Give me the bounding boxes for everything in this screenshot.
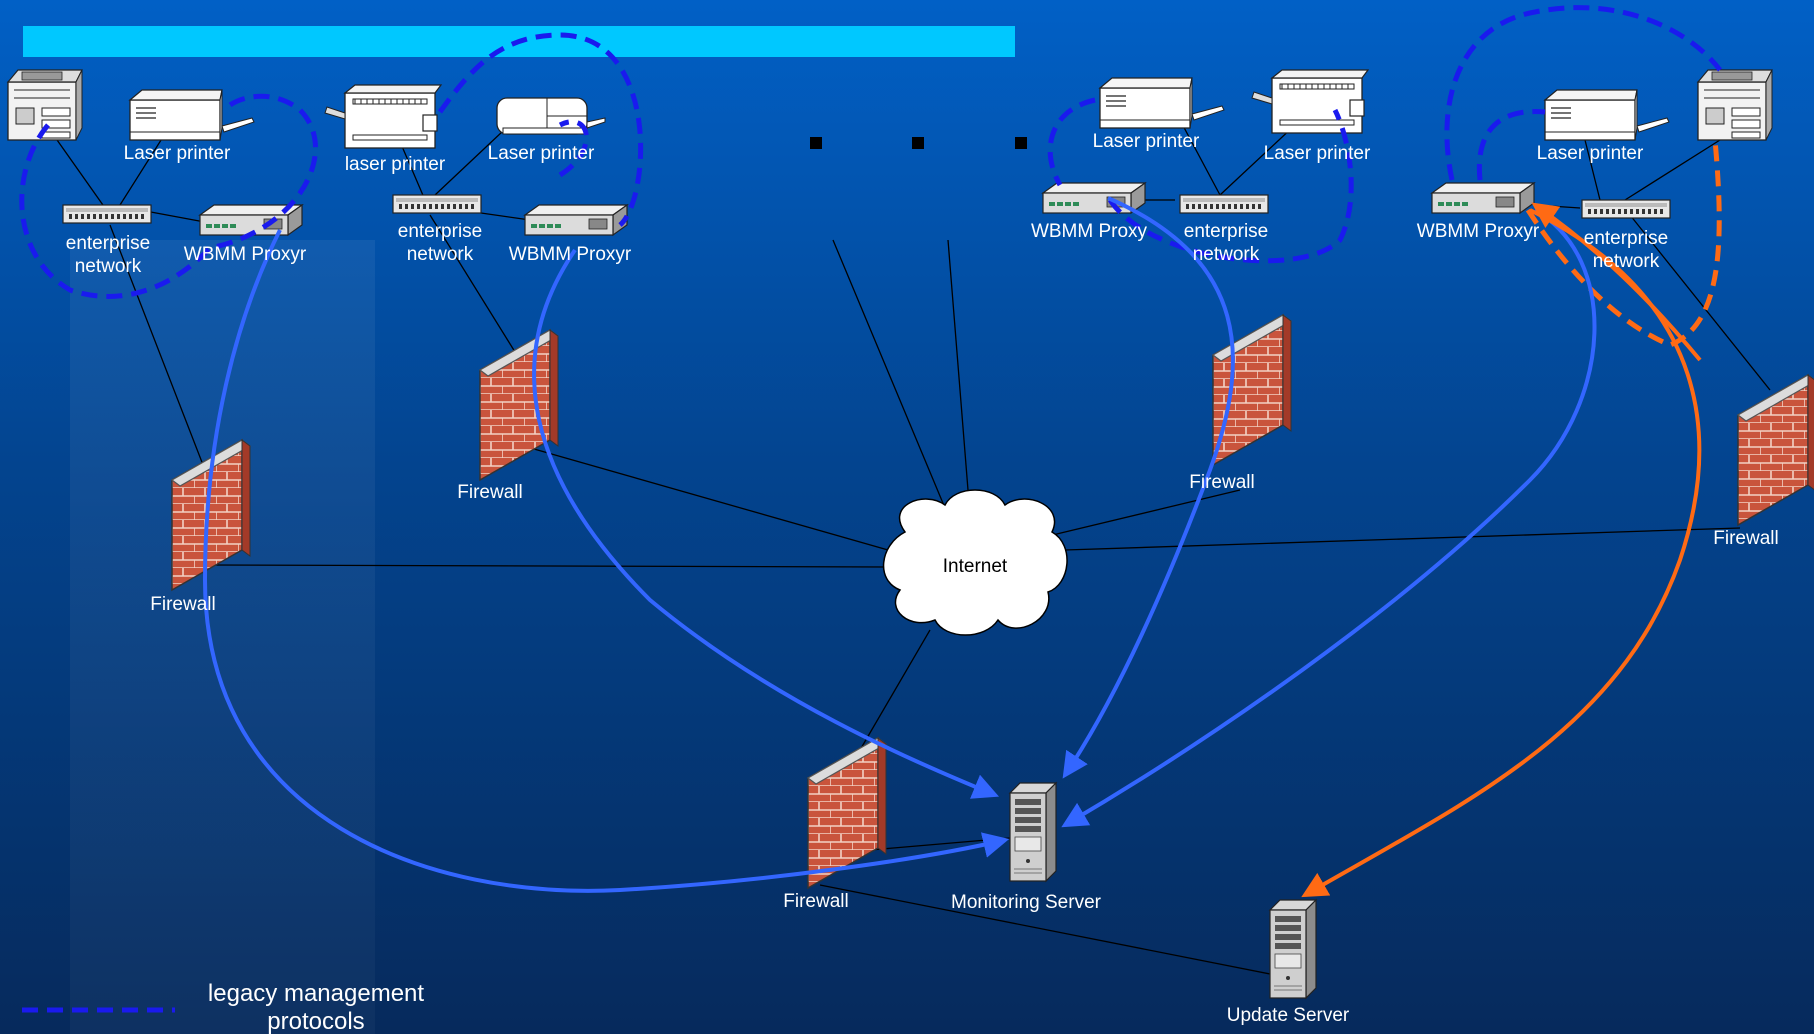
- laser-printer-icon: [496, 97, 606, 135]
- laser-printer-icon: [1544, 89, 1670, 141]
- proxy-label: WBMM Proxyr: [508, 244, 632, 265]
- monitoring-server-label: Monitoring Server: [951, 892, 1101, 913]
- monitoring-flows: [202, 196, 1597, 893]
- laser-printer-label: Laser printer: [1263, 143, 1371, 164]
- proxy-label: WBMM Proxy: [1030, 221, 1148, 242]
- network-hub-icon: [62, 204, 152, 224]
- internet-cloud-icon: [883, 489, 1068, 636]
- network-hub-icon: [392, 194, 482, 214]
- firewall-label: Firewall: [1189, 472, 1255, 493]
- laser-printer-icon: [324, 84, 442, 149]
- network-hub-icon: [1581, 199, 1671, 219]
- firewall-icon: [1737, 374, 1814, 526]
- legacy-loops: [19, 5, 1722, 1013]
- internet-label: Internet: [942, 556, 1008, 577]
- update-legacy-loop: [1525, 139, 1722, 348]
- laser-printer-icon: [1697, 69, 1773, 141]
- laser-printer-icon: [129, 89, 255, 141]
- update-server-label: Update Server: [1226, 1005, 1350, 1026]
- laser-printer-label: Laser printer: [487, 143, 595, 164]
- proxy-icon: [1431, 182, 1535, 214]
- update-server-icon: [1269, 899, 1317, 999]
- firewall-label: Firewall: [457, 482, 523, 503]
- proxy-label: WBMM Proxyr: [1416, 221, 1540, 242]
- laser-printer-label: Laser printer: [123, 143, 231, 164]
- proxy-icon: [524, 204, 628, 236]
- network-hub-icon: [1179, 194, 1269, 214]
- firewall-label: Firewall: [150, 594, 216, 615]
- laser-printer-icon: [1099, 77, 1225, 129]
- laser-printer-label: Laser printer: [1536, 143, 1644, 164]
- laser-printer-label: Laser printer: [1092, 131, 1200, 152]
- proxy-label: WBMM Proxyr: [183, 244, 307, 265]
- ellipsis-dots: [810, 137, 1027, 149]
- update-flows: [1301, 202, 1702, 898]
- firewall-label: Firewall: [1713, 528, 1779, 549]
- background-band: [70, 240, 375, 1034]
- firewall-icon: [1212, 314, 1292, 466]
- firewall-icon: [479, 329, 559, 481]
- laser-printer-icon: [1251, 69, 1369, 134]
- firewall-label: Firewall: [783, 891, 849, 912]
- laser-printer-label: laser printer: [344, 154, 446, 175]
- monitoring-server-icon: [1009, 782, 1057, 882]
